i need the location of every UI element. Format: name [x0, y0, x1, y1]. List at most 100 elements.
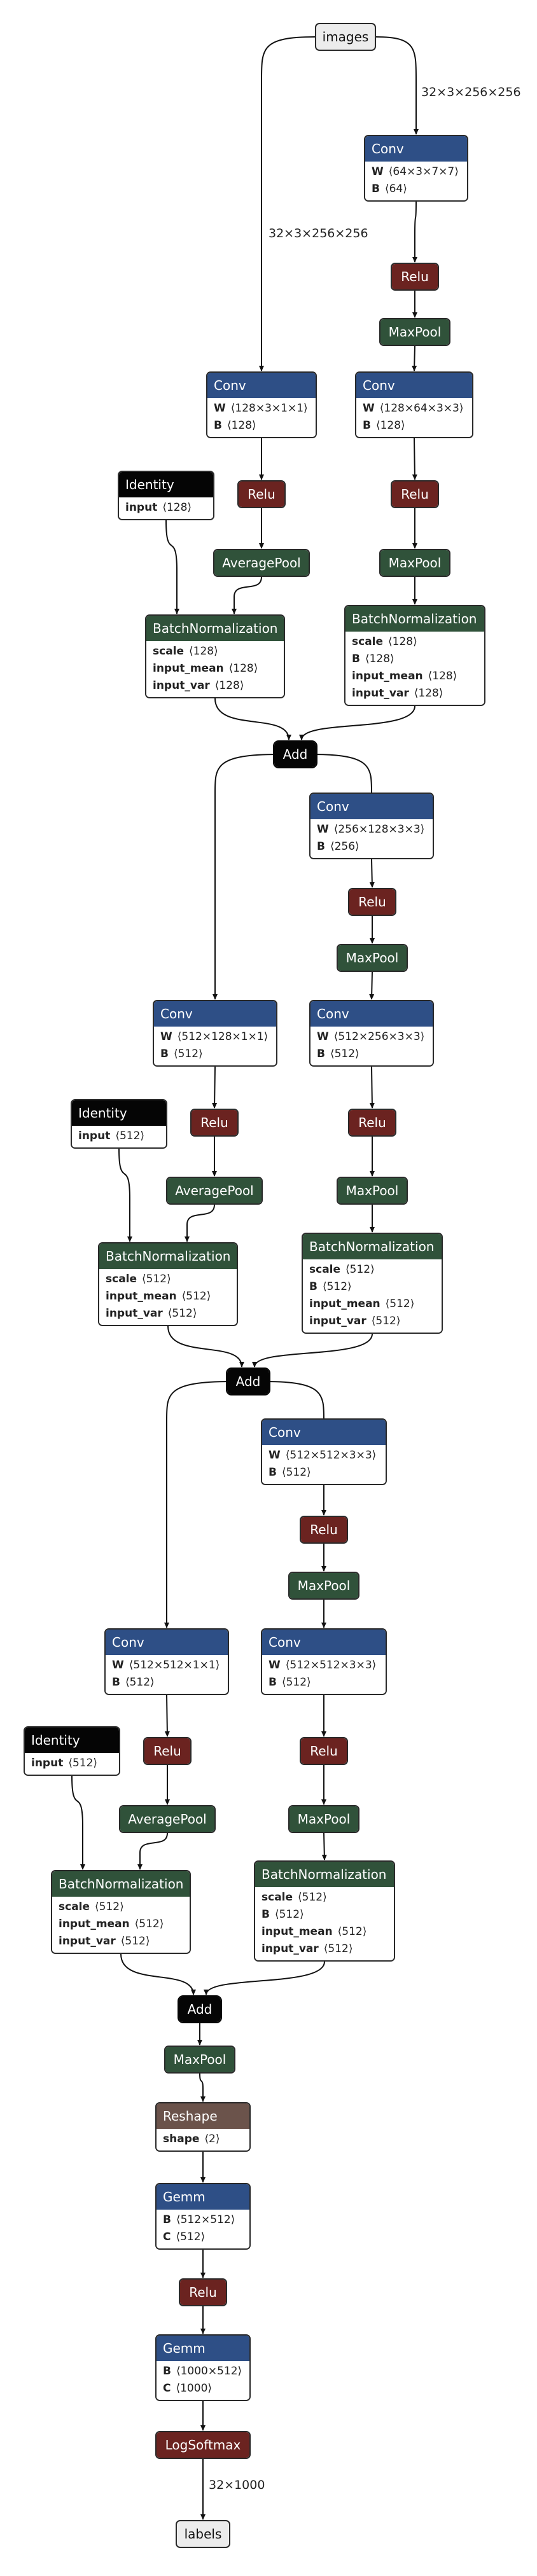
node-title: Conv: [310, 794, 433, 819]
node-b2-mn-pool[interactable]: MaxPool: [288, 1805, 359, 1833]
attribute-value: ⟨512⟩: [120, 1935, 150, 1948]
attribute-value: ⟨128⟩: [162, 501, 192, 514]
node-title: Conv: [356, 373, 472, 398]
node-b0-mn-relu[interactable]: Relu: [391, 480, 439, 508]
attribute-row: input_mean⟨128⟩: [352, 668, 478, 685]
edge-b0-add-to-b1-sc-conv: [213, 754, 279, 1000]
node-title: Conv: [262, 1420, 386, 1445]
attribute-row: W ⟨512×128×1×1⟩: [160, 1028, 270, 1046]
attribute-value: ⟨128⟩: [189, 645, 218, 658]
attribute-key: W: [372, 165, 384, 178]
node-title: Gemm: [157, 2336, 249, 2361]
edge-images-to-b0-sc-conv: [259, 36, 316, 371]
node-attributes: shape⟨2⟩: [157, 2129, 249, 2150]
node-head-relu[interactable]: Relu: [179, 2278, 227, 2306]
attribute-key: B: [372, 183, 380, 195]
node-attributes: W⟨512×512×1×1⟩B⟨512⟩: [106, 1655, 228, 1694]
attribute-key: input_mean: [262, 1925, 333, 1938]
attribute-row: input⟨512⟩: [78, 1128, 160, 1145]
node-b2-pre-pool[interactable]: MaxPool: [288, 1572, 359, 1600]
node-title: Relu: [180, 2280, 226, 2305]
attribute-row: B⟨1000×512⟩: [163, 2363, 243, 2380]
attribute-key: input: [31, 1757, 64, 1769]
node-head-lsm[interactable]: LogSoftmax: [155, 2431, 251, 2459]
attribute-row: C⟨1000⟩: [163, 2380, 243, 2397]
attribute-value: ⟨128⟩: [428, 670, 457, 682]
node-b2-pre-relu[interactable]: Relu: [300, 1516, 348, 1544]
attribute-key: W: [317, 1030, 329, 1043]
attribute-key: W: [317, 823, 329, 836]
attribute-key: input_var: [153, 679, 210, 692]
node-b0-sc-relu[interactable]: Relu: [237, 480, 286, 508]
node-stem-relu[interactable]: Relu: [391, 263, 439, 291]
node-b1-sc-pool[interactable]: AveragePool: [166, 1177, 263, 1205]
attribute-key: W: [363, 402, 375, 415]
node-b2-add[interactable]: Add: [178, 1995, 222, 2023]
attribute-row: input_mean⟨512⟩: [262, 1923, 387, 1941]
node-title: Add: [179, 1997, 221, 2022]
node-b0-sc-pool[interactable]: AveragePool: [213, 549, 310, 577]
attribute-value: ⟨64×3×7×7⟩: [388, 165, 459, 178]
edge-b1-add-to-b2-pre-conv: [265, 1381, 326, 1423]
node-b1-mn-relu[interactable]: Relu: [348, 1109, 396, 1137]
attribute-value: ⟨512⟩: [125, 1676, 155, 1689]
node-b0-add[interactable]: Add: [273, 740, 317, 768]
node-b2-sc-relu[interactable]: Relu: [143, 1737, 192, 1765]
node-images[interactable]: images: [315, 23, 376, 51]
node-title: BatchNormalization: [255, 1862, 394, 1887]
attribute-row: input_mean⟨512⟩: [59, 1916, 183, 1933]
attribute-value: ⟨512⟩: [167, 1307, 197, 1320]
node-b1-pre-pool[interactable]: MaxPool: [337, 944, 408, 972]
node-b1-sc-relu[interactable]: Relu: [190, 1109, 239, 1137]
attribute-row: W⟨512×256×3×3⟩: [317, 1028, 426, 1046]
attribute-row: B⟨128⟩: [363, 417, 466, 434]
node-title: BatchNormalization: [345, 606, 484, 632]
attribute-value: ⟨512×128×1×1⟩: [177, 1030, 268, 1043]
node-b1-add[interactable]: Add: [226, 1368, 270, 1395]
node-attributes: scale⟨128⟩B⟨128⟩input_mean⟨128⟩input_var…: [345, 632, 484, 705]
node-b2-sc-pool[interactable]: AveragePool: [119, 1805, 216, 1833]
node-title: MaxPool: [165, 2047, 234, 2072]
attribute-key: scale: [59, 1901, 90, 1913]
node-title: MaxPool: [380, 550, 449, 576]
node-b0-mn-pool[interactable]: MaxPool: [379, 549, 450, 577]
attribute-key: input_mean: [59, 1918, 130, 1930]
node-head-pool[interactable]: MaxPool: [164, 2046, 235, 2074]
edge-label-labels: 32×1000: [209, 2478, 265, 2492]
node-b2-mn-relu[interactable]: Relu: [300, 1737, 348, 1765]
node-attributes: W⟨512×512×3×3⟩B⟨512⟩: [262, 1445, 386, 1484]
attribute-key: scale: [262, 1891, 293, 1904]
node-b1-pre-relu[interactable]: Relu: [348, 888, 396, 916]
node-stem-pool[interactable]: MaxPool: [379, 318, 450, 346]
node-label: images: [322, 29, 369, 45]
node-b1-mn-pool[interactable]: MaxPool: [337, 1177, 408, 1205]
node-labels[interactable]: labels: [176, 2520, 230, 2548]
edge-b1-add-to-b2-sc-conv: [164, 1381, 232, 1628]
attribute-row: C⟨512⟩: [163, 2229, 243, 2246]
attribute-key: W: [160, 1030, 172, 1043]
node-attributes: input⟨512⟩: [72, 1126, 166, 1147]
